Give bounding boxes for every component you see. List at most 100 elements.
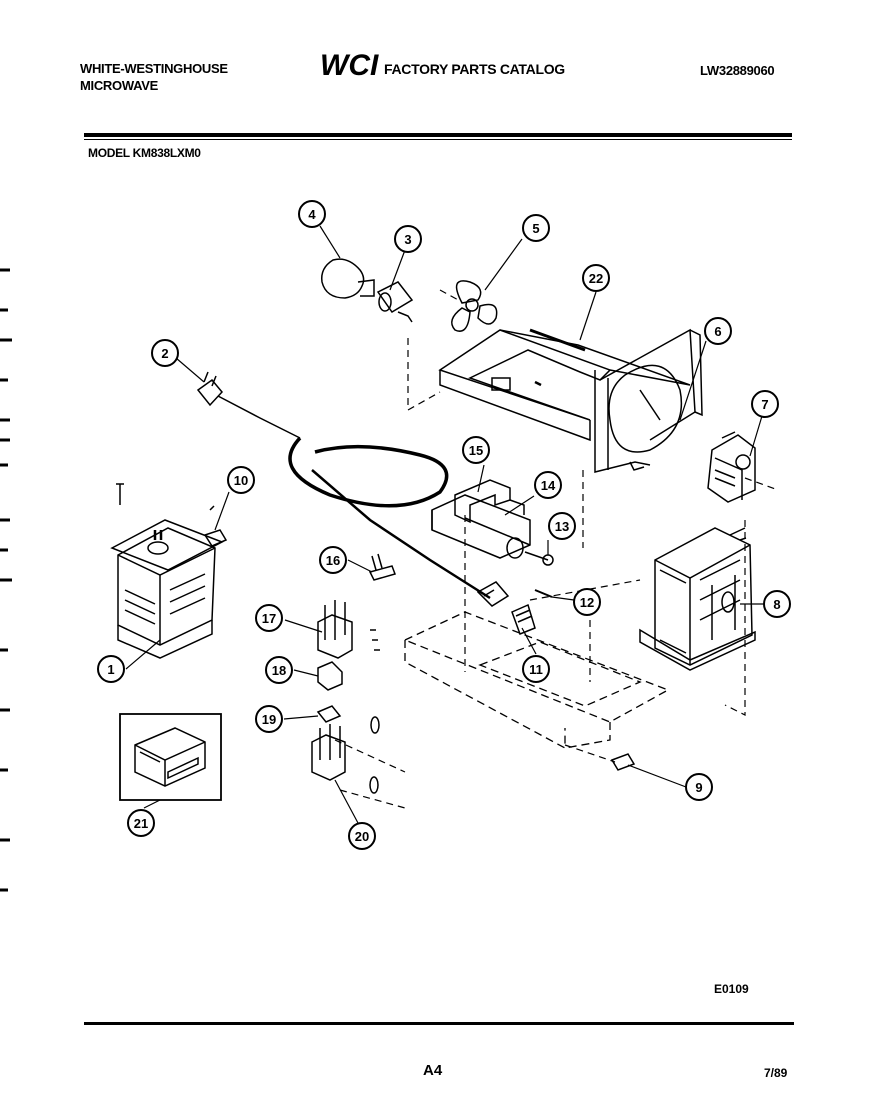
callout-number: 7 [761,397,768,412]
primary-switch [316,705,380,734]
catalog-number: LW32889060 [700,63,775,78]
lamp-socket [376,281,414,323]
callout-circle [127,809,155,837]
thermal-cutout [203,505,228,547]
callout-circle [751,390,779,418]
wci-logo-text: WCI [320,50,379,80]
callout-6: 6 [704,317,732,345]
callout-5: 5 [522,214,550,242]
switch-bracket-upper [317,600,380,659]
callout-21: 21 [127,809,155,837]
callout-number: 19 [262,712,276,727]
callout-number: 17 [262,611,276,626]
callout-15: 15 [462,436,490,464]
callout-circle [522,655,550,683]
callout-circle [151,339,179,367]
capacitor-bracket [454,479,525,524]
lamp-bulb [320,258,375,299]
callout-circle [462,436,490,464]
footer-rule [84,1022,794,1025]
callout-circle [265,656,293,684]
diode [524,551,554,566]
fan-motor [707,431,756,503]
callout-19: 19 [255,705,283,733]
callout-3: 3 [394,225,422,253]
fan-blade [451,280,498,332]
callout-number: 9 [695,780,702,795]
callout-number: 20 [355,829,369,844]
callout-number: 21 [134,816,148,831]
callout-8: 8 [763,590,791,618]
callout-20: 20 [348,822,376,850]
callout-circle [348,822,376,850]
callout-number: 16 [326,553,340,568]
base-plate [403,611,670,750]
assembly-lines [334,289,779,809]
latch-lever [368,553,396,581]
callout-9: 9 [685,773,713,801]
callout-number: 13 [555,519,569,534]
callout-12: 12 [573,588,601,616]
callout-16: 16 [319,546,347,574]
callout-1: 1 [97,655,125,683]
callout-circle [534,471,562,499]
chassis-bracket [438,328,703,473]
callout-number: 6 [714,324,721,339]
switch-bracket-lower [311,724,379,794]
callout-number: 5 [532,221,539,236]
callout-14: 14 [534,471,562,499]
callout-circle [255,705,283,733]
brand-name: WHITE-WESTINGHOUSE [80,61,228,76]
catalog-title: FACTORY PARTS CATALOG [384,61,565,77]
revision-date: 7/89 [764,1066,788,1080]
capacitor [431,494,531,559]
callout-circle [704,317,732,345]
callout-22: 22 [582,264,610,292]
callout-number: 8 [773,597,780,612]
header-rule-thin [84,139,792,140]
callout-number: 22 [589,271,603,286]
callout-number: 14 [541,478,556,493]
callout-circle [685,773,713,801]
callout-circle [319,546,347,574]
callout-11: 11 [522,655,550,683]
callout-circle [763,590,791,618]
callout-2: 2 [151,339,179,367]
callout-13: 13 [548,512,576,540]
transformer [639,527,756,671]
callout-circle [573,588,601,616]
callout-circle [582,264,610,292]
wci-logo: WCI [320,50,379,80]
control-panel-inset [119,713,222,801]
fuse [534,589,553,598]
callout-number: 4 [308,207,316,222]
callout-leaders [125,225,764,824]
callout-10: 10 [227,466,255,494]
callout-number: 2 [161,346,168,361]
fuse-holder [511,603,536,635]
callout-number: 11 [529,662,543,677]
callout-18: 18 [265,656,293,684]
model-number: MODEL KM838LXM0 [88,146,201,160]
callout-7: 7 [751,390,779,418]
header-rule [84,133,792,137]
magnetron [110,483,224,659]
drawing-code: E0109 [714,982,749,996]
callout-circle [298,200,326,228]
callout-number: 18 [272,663,286,678]
callout-circle [97,655,125,683]
callout-number: 15 [469,443,483,458]
edge-scan-marks [0,268,12,892]
callout-17: 17 [255,604,283,632]
callout-number: 10 [234,473,248,488]
thermal-fuse [610,753,636,771]
power-cord [196,371,491,600]
callout-number: 3 [404,232,411,247]
callout-number: 1 [107,662,114,677]
callout-circle [255,604,283,632]
callout-circle [548,512,576,540]
product-type: MICROWAVE [80,78,158,93]
page-label: A4 [423,1062,443,1079]
